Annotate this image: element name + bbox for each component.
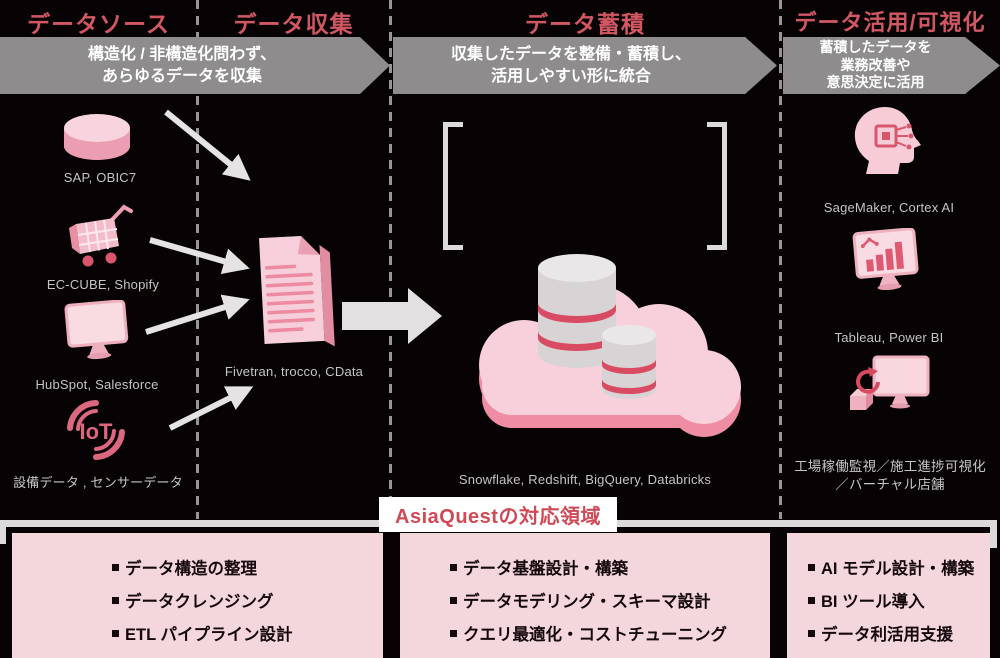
arrow-doc-to-cloud [342, 288, 442, 344]
source-label-iot: 設備データ , センサーデータ [13, 475, 183, 490]
arrow-iot-to-doc [168, 386, 254, 431]
list-item: データクレンジング [112, 588, 383, 612]
banner-store-line2: 活用しやすい形に統合 [491, 67, 651, 85]
bottom-section-corner-right [990, 520, 997, 548]
collection-label: Fivetran, trocco, CData [224, 364, 364, 379]
banner-utilize-line3: 意思決定に活用 [826, 74, 925, 91]
list-item: ETL パイプライン設計 [112, 621, 383, 645]
column-title-data-collection: データ収集 [233, 11, 354, 37]
bullet-square [808, 596, 815, 604]
coverage-box-source: データ構造の整理 データクレンジング ETL パイプライン設計 [12, 533, 383, 658]
bullet-square [450, 629, 457, 637]
list-item-label: クエリ最適化・コストチューニング [463, 626, 727, 644]
column-title-data-source: データソース [27, 11, 170, 37]
list-item-label: BI ツール導入 [821, 593, 925, 611]
list-item: データ利活用支援 [808, 621, 990, 645]
banner-collect-line1: 構造化 / 非構造化問わず、 [87, 45, 277, 63]
bullet-square [808, 563, 815, 571]
arrow-crm-to-doc [145, 294, 250, 335]
banner-utilize: 蓄積したデータを 業務改善や 意思決定に活用 [783, 37, 1000, 94]
banner-store-line1: 収集したデータを整備・蓄積し、 [450, 45, 691, 63]
list-item-label: データ基盤設計・構築 [463, 560, 628, 578]
document-icon [259, 235, 335, 347]
utilization-label-bi: Tableau, Power BI [834, 330, 944, 345]
utilization-label-twin-line2: ／バーチャル店舗 [835, 477, 945, 492]
database-icon [64, 114, 130, 160]
list-item-label: データ構造の整理 [125, 560, 257, 578]
coverage-badge: AsiaQuestの対応領域 [379, 497, 617, 532]
source-label-ec: EC-CUBE, Shopify [46, 277, 160, 292]
digital-twin-icon [850, 355, 930, 410]
bullet-square [450, 563, 457, 571]
iot-icon: IoT [67, 400, 125, 460]
coverage-box-storage: データ基盤設計・構築 データモデリング・スキーマ設計 クエリ最適化・コストチュー… [400, 533, 770, 658]
list-item: BI ツール導入 [808, 588, 990, 612]
bullet-square [450, 596, 457, 604]
bullet-square [112, 596, 119, 604]
column-divider-3 [779, 0, 782, 519]
list-item-label: データクレンジング [125, 593, 274, 611]
shopping-cart-icon [69, 204, 133, 267]
ai-head-icon [854, 107, 921, 174]
bi-chart-icon [852, 228, 919, 291]
monitor-icon [64, 300, 129, 360]
bracket-left [443, 122, 463, 250]
arrow-ec-to-doc [149, 237, 250, 275]
utilization-label-ai: SageMaker, Cortex AI [823, 200, 955, 215]
banner-store: 収集したデータを整備・蓄積し、 活用しやすい形に統合 [393, 37, 777, 94]
column-divider-1 [196, 0, 199, 519]
small-db-cylinder [602, 325, 656, 399]
bullet-square [112, 563, 119, 571]
storage-label: Snowflake, Redshift, BigQuery, Databrick… [458, 472, 712, 487]
source-label-sap: SAP, OBIC7 [63, 170, 137, 185]
list-item-label: データモデリング・スキーマ設計 [463, 593, 711, 611]
source-label-crm: HubSpot, Salesforce [35, 377, 159, 392]
column-divider-2 [389, 0, 392, 519]
utilization-label-twin-line1: 工場稼働監視／施工進捗可視化 [794, 459, 986, 474]
list-item-label: データ利活用支援 [821, 626, 953, 644]
bullet-square [808, 629, 815, 637]
list-item: データ基盤設計・構築 [450, 555, 770, 579]
cloud-database-icon [479, 254, 741, 437]
list-item-label: ETL パイプライン設計 [125, 626, 293, 644]
banner-collect: 構造化 / 非構造化問わず、 あらゆるデータを収集 [0, 37, 390, 94]
bottom-section-corner-left [0, 520, 6, 544]
list-item-label: AI モデル設計・構築 [821, 560, 975, 578]
column-title-data-utilization: データ活用/可視化 [794, 10, 986, 35]
banner-collect-line2: あらゆるデータを収集 [101, 67, 262, 85]
coverage-box-utilization: AI モデル設計・構築 BI ツール導入 データ利活用支援 [787, 533, 990, 658]
banner-utilize-line2: 業務改善や [840, 56, 911, 73]
big-db-cylinder [538, 254, 616, 368]
list-item: クエリ最適化・コストチューニング [450, 621, 770, 645]
bullet-square [112, 629, 119, 637]
list-item: データ構造の整理 [112, 555, 383, 579]
list-item: データモデリング・スキーマ設計 [450, 588, 770, 612]
column-title-data-storage: データ蓄積 [525, 11, 645, 37]
iot-glyph-text: IoT [80, 419, 114, 444]
banner-utilize-line1: 蓄積したデータを [819, 39, 932, 56]
arrow-sap-to-doc [164, 109, 251, 181]
bracket-right [707, 122, 727, 250]
list-item: AI モデル設計・構築 [808, 555, 990, 579]
